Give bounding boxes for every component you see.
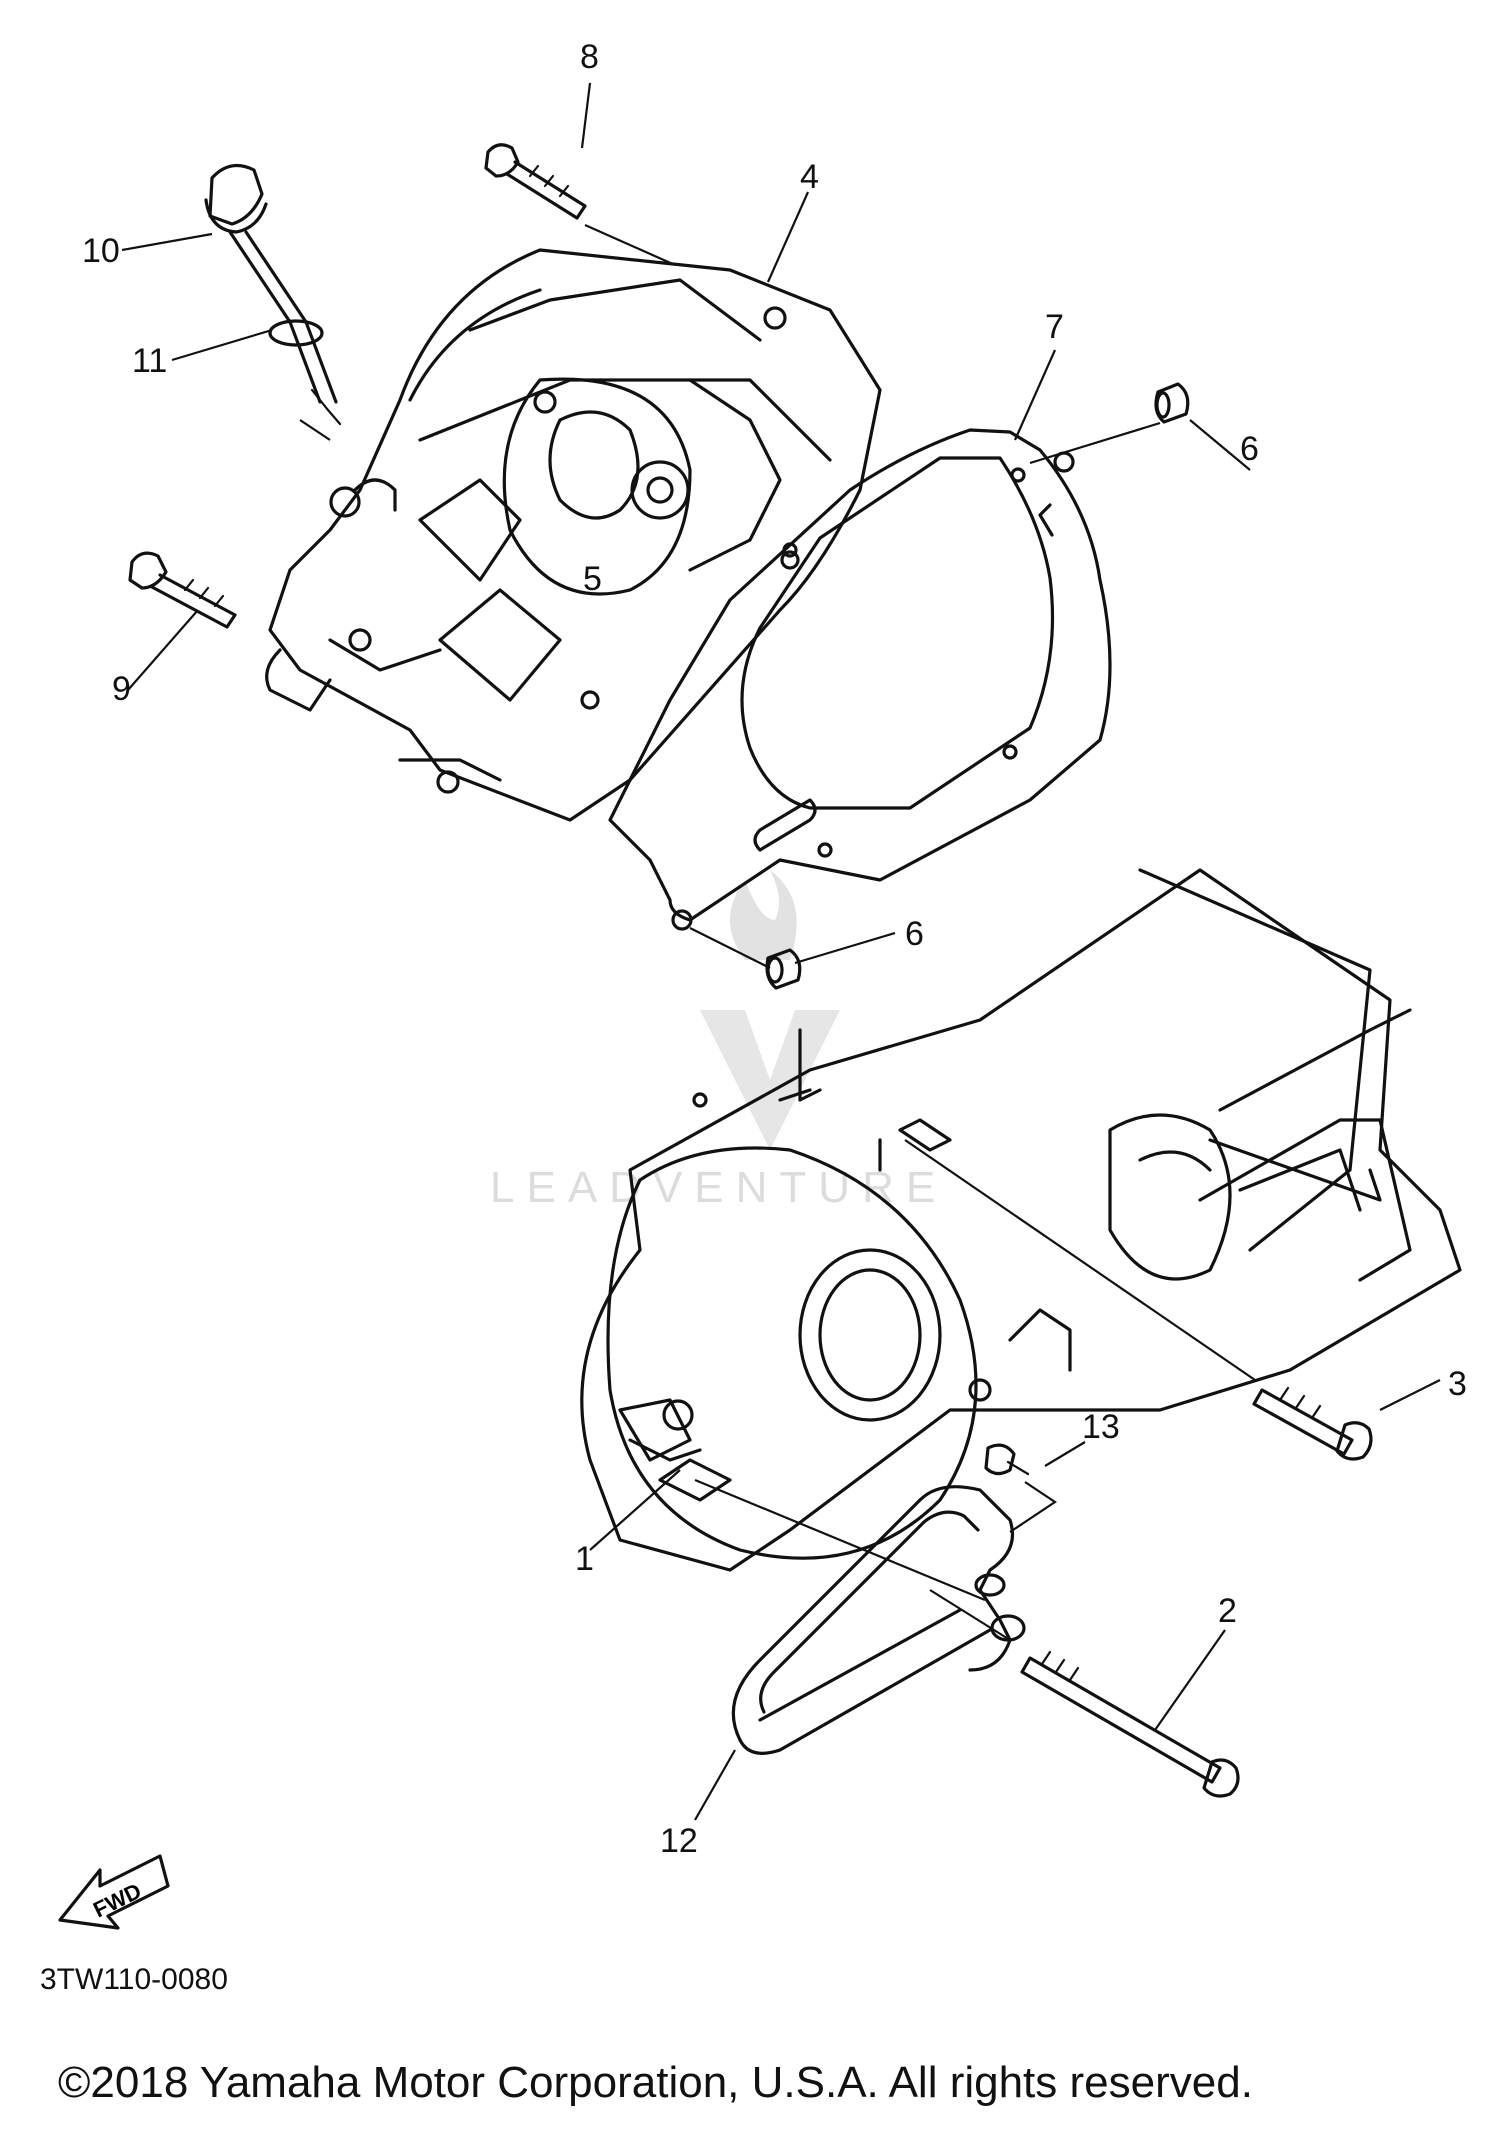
callout-6-lower: 6: [905, 915, 924, 953]
callout-1: 1: [575, 1540, 594, 1578]
assembly-lines: [299, 223, 1256, 1641]
callout-5: 5: [583, 560, 602, 598]
callout-10: 10: [82, 232, 120, 270]
part-12-bracket: [731, 1485, 1026, 1755]
callout-8: 8: [580, 38, 599, 76]
callout-9: 9: [112, 670, 131, 708]
callout-4: 4: [800, 158, 819, 196]
part-4-crankcase-cover: [265, 248, 882, 822]
part-2-long-bolt: [1020, 1650, 1240, 1798]
callout-11: 11: [132, 342, 167, 380]
part-10-dipstick: [204, 163, 342, 426]
callout-leaders: [121, 82, 1441, 1821]
part-3-bolt: [1252, 1386, 1373, 1461]
part-7-gasket: [608, 428, 1112, 931]
part-8-bolt: [484, 143, 587, 220]
diagram-code: 3TW110-0080: [40, 1963, 228, 1996]
part-6-dowel-lower: [765, 948, 802, 990]
watermark: LEADVENTURE: [490, 870, 947, 1212]
callout-7: 7: [1045, 308, 1064, 346]
part-13-screw: [984, 1443, 1030, 1476]
callouts: 8 4 10 11 7 6 5 9 6 3 13 1 2 12: [82, 38, 1467, 1860]
fwd-label: FWD: [89, 1878, 145, 1922]
callout-2: 2: [1218, 1592, 1237, 1630]
part-9-bolt: [128, 551, 237, 629]
callout-12: 12: [660, 1822, 698, 1860]
part-6-dowel-upper: [1154, 382, 1190, 424]
watermark-v-icon: [700, 1010, 840, 1150]
fwd-arrow-icon: FWD: [58, 1854, 170, 1930]
watermark-flame-icon: [730, 870, 797, 960]
callout-3: 3: [1448, 1365, 1467, 1403]
watermark-text: LEADVENTURE: [490, 1163, 947, 1212]
callout-13: 13: [1082, 1408, 1120, 1446]
copyright-notice: ©2018 Yamaha Motor Corporation, U.S.A. A…: [58, 2058, 1253, 2107]
part-11-o-ring: [268, 319, 324, 347]
part-1-crankcase-cover: [580, 868, 1462, 1572]
callout-6-upper: 6: [1240, 430, 1259, 468]
